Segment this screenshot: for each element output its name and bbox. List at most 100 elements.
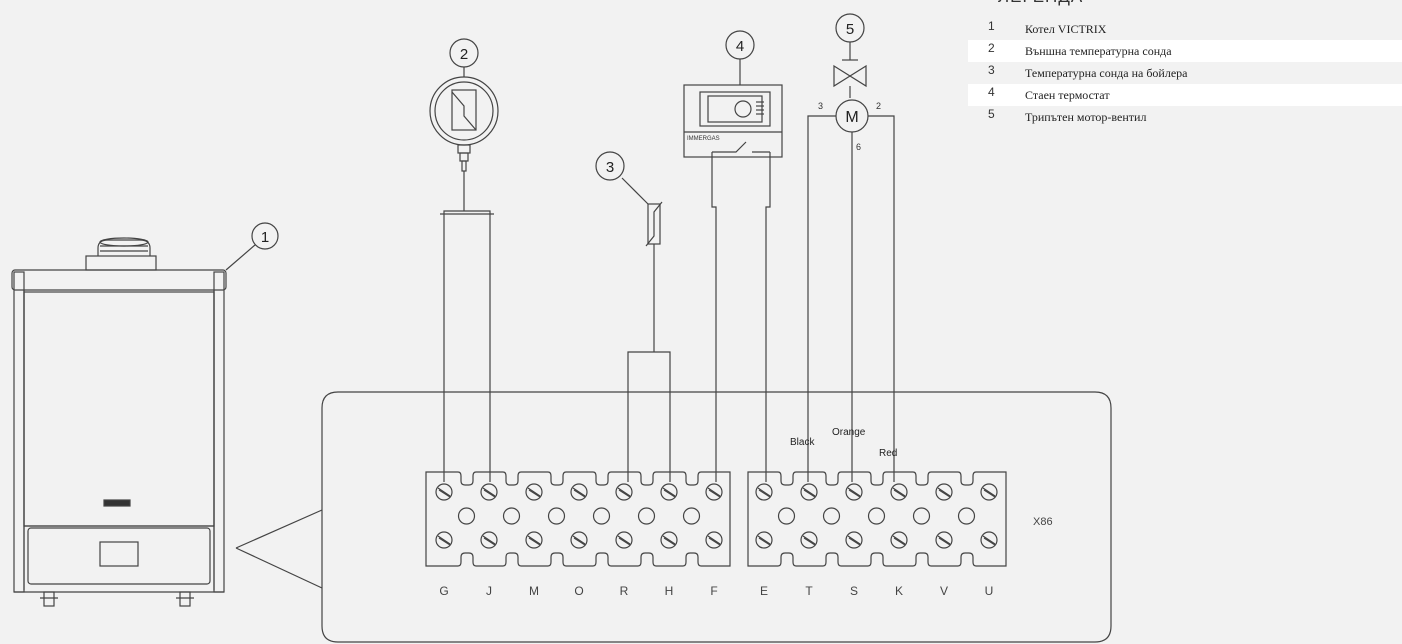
terminal-screw-bottom-slot [528, 537, 541, 546]
terminal-screw-bottom [480, 531, 498, 549]
wire-label-red: Red [879, 448, 897, 459]
terminal-letter: M [529, 584, 539, 598]
terminal-screw-top [845, 483, 863, 501]
terminal-screw-top-slot [893, 489, 906, 498]
terminal-block-left [425, 471, 731, 567]
terminal-screw-top [755, 483, 773, 501]
terminal-letter: K [895, 584, 903, 598]
terminal-screw-bottom-slot [707, 535, 721, 545]
legend-label: Котел VICTRIX [1025, 22, 1107, 36]
legend-label: Трипътен мотор-вентил [1025, 110, 1147, 124]
wire-label-black: Black [790, 437, 815, 448]
terminal-screw-top-slot [438, 489, 451, 498]
terminal-hole [592, 507, 611, 525]
terminal-hole [822, 507, 841, 525]
terminal-screw-top-slot [617, 487, 631, 497]
legend-label: Стаен термостат [1025, 88, 1110, 102]
terminal-hole [547, 507, 566, 525]
terminal-hole [777, 507, 796, 525]
terminal-screw-bottom [615, 531, 633, 549]
terminal-hole [682, 507, 701, 525]
terminal-screw-top [935, 483, 953, 501]
terminal-screw-bottom [435, 531, 453, 549]
legend-label: Температурна сонда на бойлера [1025, 66, 1188, 80]
legend-number: 3 [988, 63, 995, 77]
terminal-screw-bottom-slot [803, 537, 816, 546]
svg-text:6: 6 [856, 142, 861, 152]
terminal-screw-bottom-slot [438, 537, 451, 546]
terminal-screw-bottom-slot [662, 535, 676, 545]
terminal-screw-bottom [525, 531, 543, 549]
terminal-screw-bottom [800, 531, 818, 549]
callout-4: 4 [725, 30, 755, 85]
terminal-letter: R [620, 584, 629, 598]
terminal-screw-top-slot [482, 487, 496, 497]
terminal-screw-bottom-slot [437, 535, 451, 545]
terminal-screw-bottom-slot [708, 537, 721, 546]
terminal-screw-top [615, 483, 633, 501]
terminal-letter: H [665, 584, 674, 598]
terminal-screw-top [570, 483, 588, 501]
terminal-screw-bottom [570, 531, 588, 549]
svg-text:1: 1 [261, 229, 269, 246]
terminal-screw-top [800, 483, 818, 501]
terminal-screw-top-slot [937, 487, 951, 497]
terminal-hole [867, 507, 886, 525]
legend-number: 1 [988, 19, 995, 33]
terminal-hole [502, 507, 521, 525]
terminal-screw-top-slot [527, 487, 541, 497]
legend-item: 4 Стаен термостат [968, 84, 1402, 106]
boiler-probe [621, 177, 671, 482]
legend-label: Външна температурна сонда [1025, 44, 1172, 58]
terminal-screw-top [435, 483, 453, 501]
terminal-letter: U [985, 584, 994, 598]
terminal-screw-bottom [980, 531, 998, 549]
legend: ЛЕГЕНДА 1 Котел VICTRIX 2 Външна темпера… [968, 0, 1402, 128]
terminal-letter: T [805, 584, 813, 598]
terminal-screw-bottom-slot [663, 537, 676, 546]
legend-item: 3 Температурна сонда на бойлера [968, 62, 1402, 84]
terminal-screw-bottom-slot [937, 535, 951, 545]
legend-number: 5 [988, 107, 995, 121]
terminal-screw-top-slot [892, 487, 906, 497]
terminal-screw-top-slot [483, 489, 496, 498]
legend-number: 4 [988, 85, 995, 99]
boiler [11, 237, 227, 607]
terminal-screw-bottom [845, 531, 863, 549]
legend-item: 1 Котел VICTRIX [968, 18, 1402, 40]
terminal-screw-top [705, 483, 723, 501]
terminal-screw-bottom-slot [527, 535, 541, 545]
terminal-screw-bottom-slot [573, 537, 586, 546]
wire-label-orange: Orange [832, 427, 866, 438]
terminal-screw-top-slot [573, 489, 586, 498]
terminal-screw-bottom [935, 531, 953, 549]
terminal-screw-bottom [755, 531, 773, 549]
terminal-screw-top-slot [663, 489, 676, 498]
terminal-screw-bottom-slot [893, 537, 906, 546]
terminal-panel [321, 391, 1112, 643]
svg-text:3: 3 [818, 101, 823, 111]
terminal-letter: E [760, 584, 768, 598]
terminal-hole [912, 507, 931, 525]
terminal-screw-top-slot [757, 487, 771, 497]
terminal-screw-top-slot [847, 487, 861, 497]
svg-text:2: 2 [460, 46, 468, 63]
terminal-screw-top-slot [803, 489, 816, 498]
terminal-screw-bottom-slot [758, 537, 771, 546]
terminal-hole [637, 507, 656, 525]
terminal-screw-bottom-slot [572, 535, 586, 545]
room-thermostat: IMMERGAS [683, 84, 783, 482]
zoom-lines [235, 509, 323, 589]
terminal-screw-top-slot [848, 489, 861, 498]
terminal-letter: G [439, 584, 448, 598]
terminal-letter: V [940, 584, 948, 598]
callout-5: 5 [835, 13, 865, 43]
terminal-screw-bottom-slot [802, 535, 816, 545]
terminal-screw-top [980, 483, 998, 501]
terminal-screw-bottom-slot [848, 537, 861, 546]
terminal-letter: S [850, 584, 858, 598]
terminal-screw-top-slot [662, 487, 676, 497]
terminal-screw-top-slot [528, 489, 541, 498]
legend-item: 2 Външна температурна сонда [968, 40, 1402, 62]
terminal-screw-top-slot [938, 489, 951, 498]
